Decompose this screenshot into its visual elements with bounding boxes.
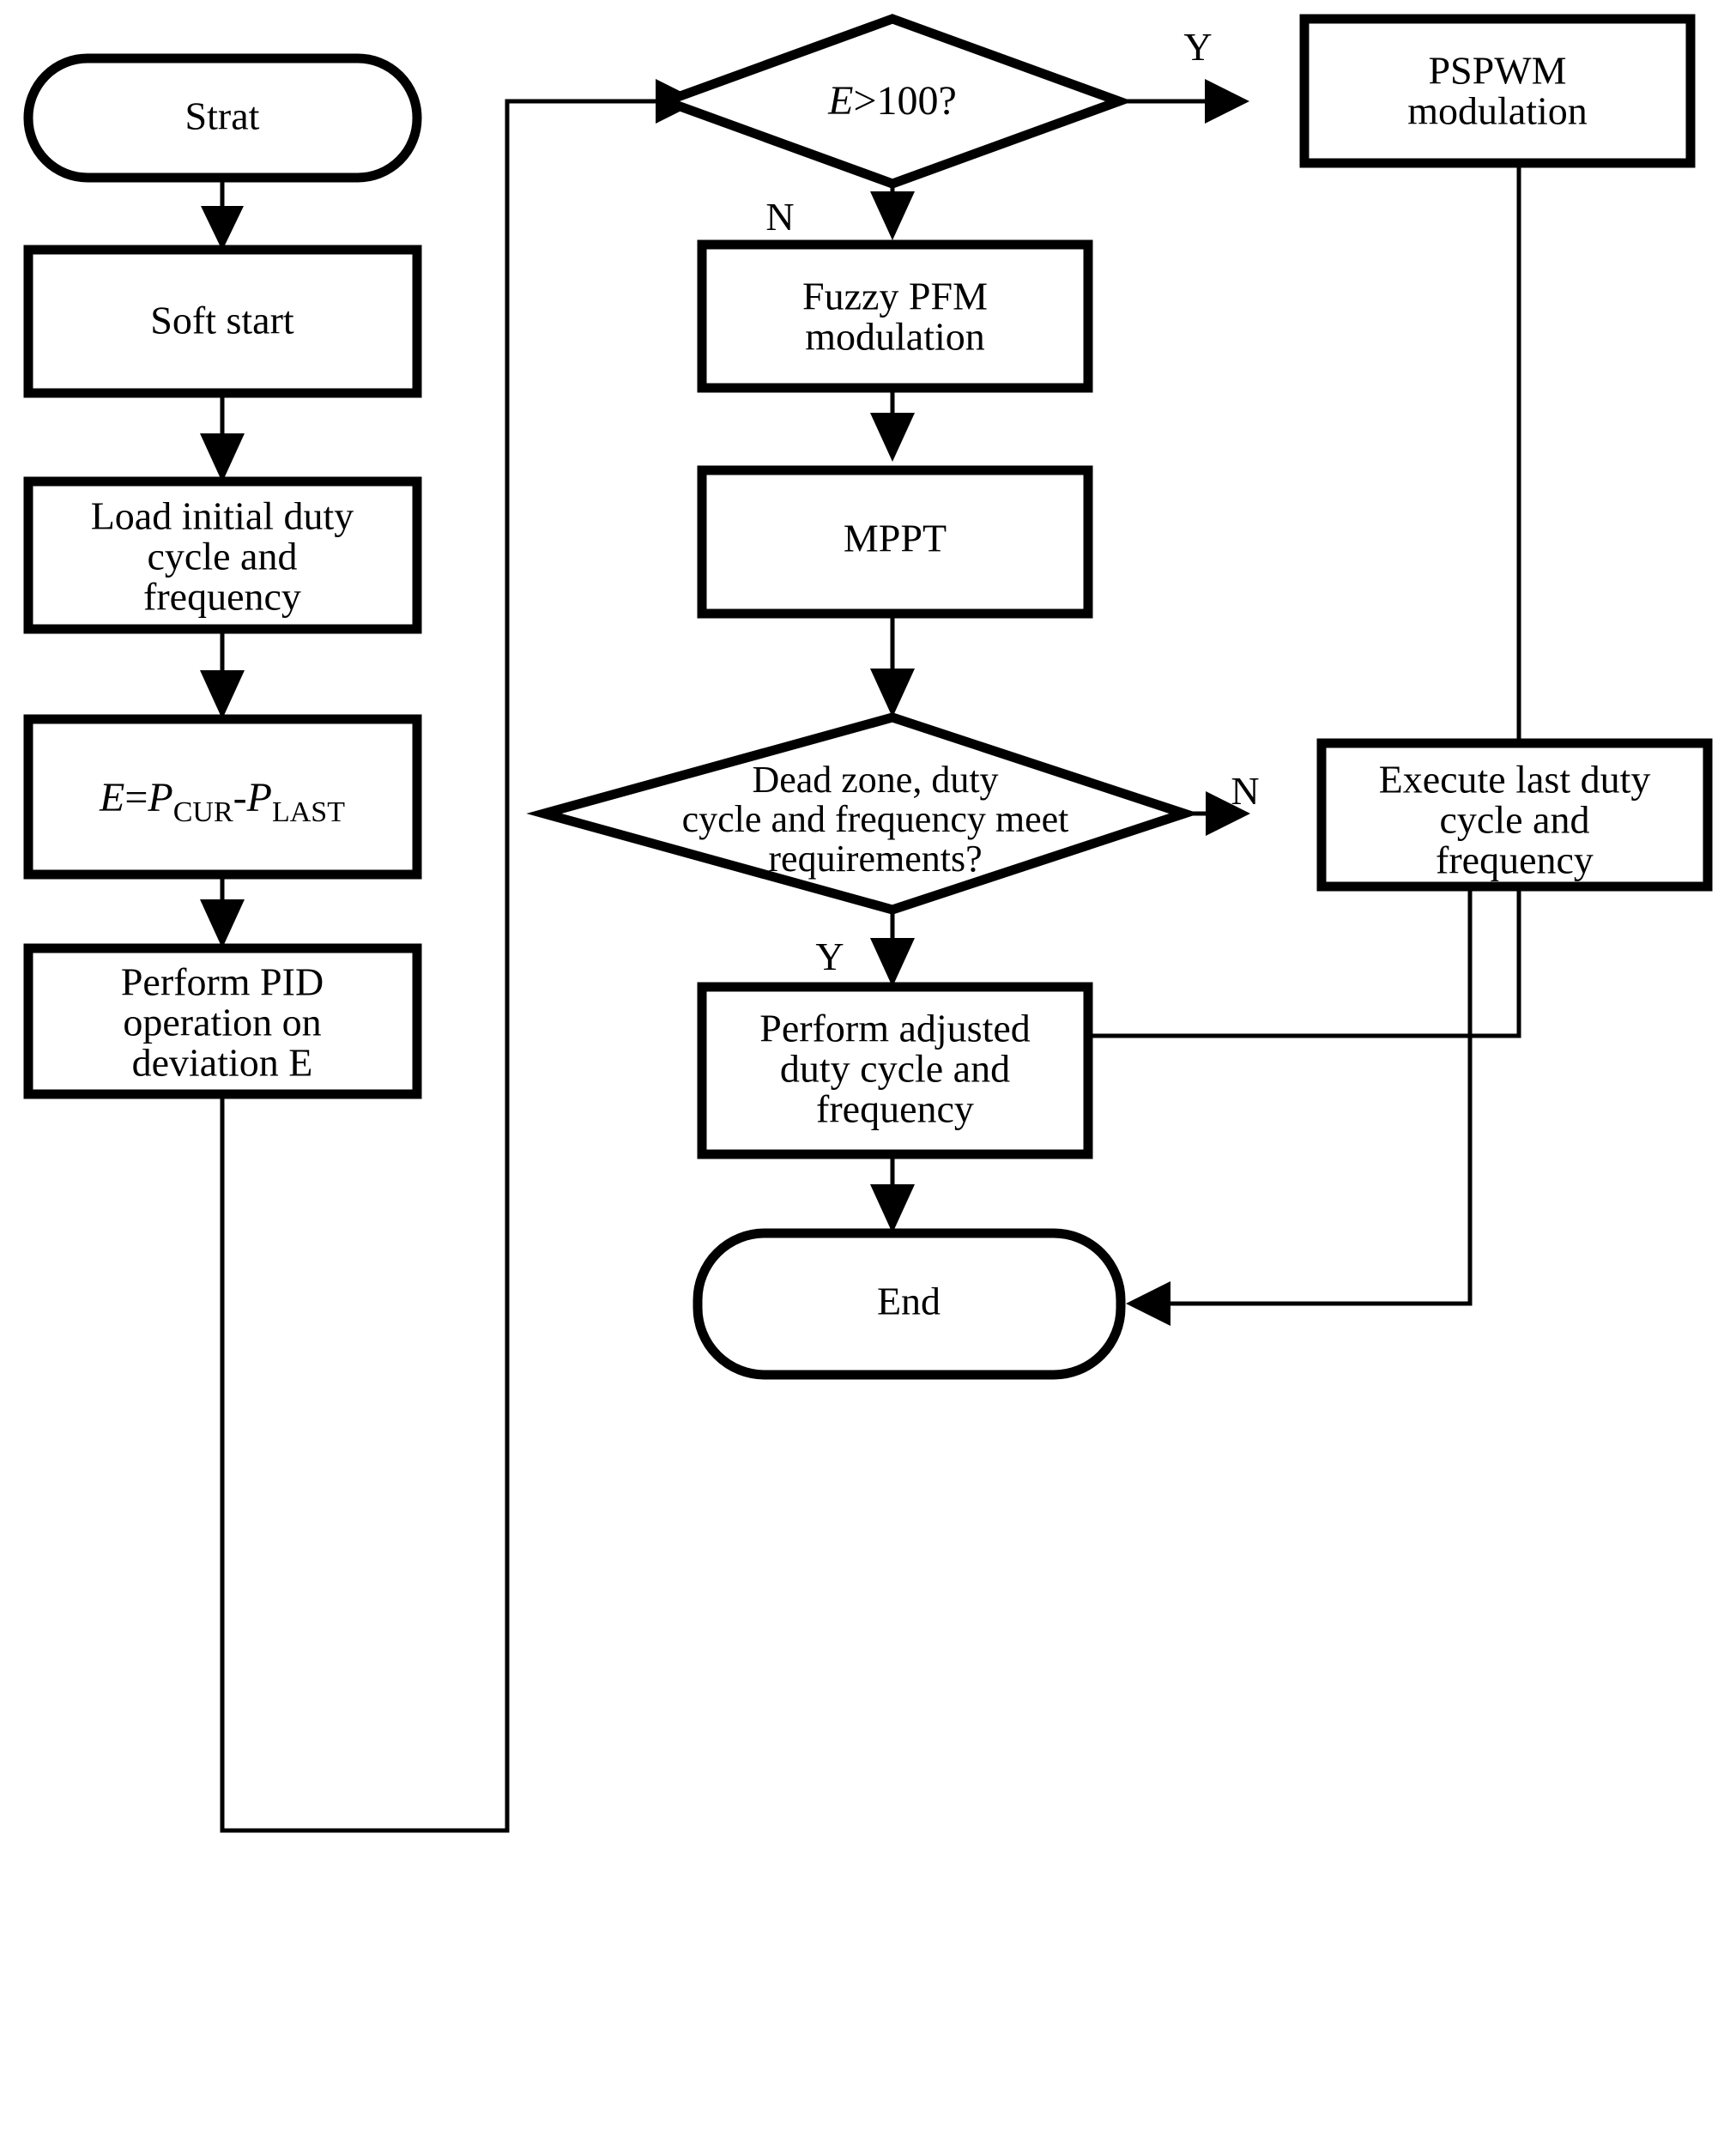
node-end[interactable]: End bbox=[693, 1228, 1126, 1380]
perform-adjusted-shape bbox=[697, 982, 1093, 1159]
pid-line1: Perform PID bbox=[121, 960, 324, 1004]
dead-zone-line3: requirements? bbox=[768, 838, 982, 880]
fuzzy-pfm-line2: modulation bbox=[805, 315, 985, 359]
soft-start-label: Soft start bbox=[150, 299, 294, 342]
error-calc-sub1: CUR bbox=[173, 796, 233, 828]
error-calc-shape bbox=[23, 714, 422, 880]
arrowhead-decision-e-yes bbox=[1205, 79, 1249, 124]
execute-last-line1: Execute last duty bbox=[1379, 758, 1651, 802]
mppt-label: MPPT bbox=[844, 517, 947, 560]
pid-shape bbox=[23, 943, 422, 1099]
fuzzy-pfm-line1: Fuzzy PFM bbox=[802, 275, 988, 318]
arrowhead-mppt-to-deadzone bbox=[870, 669, 915, 717]
error-calc-eq: = bbox=[124, 775, 148, 820]
decision-e-label: E>100? bbox=[827, 78, 957, 124]
node-perform-adjusted[interactable]: Perform adjusted duty cycle and frequenc… bbox=[697, 982, 1093, 1159]
perform-adjusted-line1: Perform adjusted bbox=[759, 1007, 1031, 1050]
branch-label-dead-zone-yes: Y bbox=[815, 935, 844, 978]
node-pid[interactable]: Perform PID operation on deviation E bbox=[23, 943, 422, 1099]
decision-e-shape bbox=[651, 14, 1134, 189]
connector-pspwm-to-deadzone bbox=[892, 163, 1521, 1038]
execute-last-shape bbox=[1316, 738, 1713, 892]
error-calc-p1: P bbox=[147, 775, 172, 820]
connector-layer bbox=[200, 79, 1521, 1833]
mppt-shape bbox=[697, 465, 1093, 619]
node-start[interactable]: Strat bbox=[23, 53, 422, 183]
node-mppt[interactable]: MPPT bbox=[697, 465, 1093, 619]
fuzzy-pfm-shape bbox=[697, 239, 1093, 393]
execute-last-line2: cycle and bbox=[1440, 798, 1590, 842]
decision-dead-zone-shape bbox=[526, 712, 1200, 915]
load-initial-line1: Load initial duty bbox=[91, 494, 354, 538]
pspwm-shape bbox=[1299, 14, 1696, 168]
error-calc-e: E bbox=[99, 775, 124, 820]
execute-last-line3: frequency bbox=[1436, 838, 1594, 882]
dead-zone-line1: Dead zone, duty bbox=[752, 759, 998, 801]
error-calc-sub2: LAST bbox=[272, 796, 345, 828]
branch-label-dead-zone-no: N bbox=[1231, 769, 1259, 813]
node-pspwm[interactable]: PSPWM modulation bbox=[1299, 14, 1696, 168]
pspwm-line1: PSPWM bbox=[1428, 49, 1566, 93]
node-decision-e[interactable]: E>100? bbox=[651, 14, 1134, 189]
node-error-calc[interactable]: E=PCUR-PLAST bbox=[23, 714, 422, 880]
decision-e-rest: >100? bbox=[853, 78, 956, 124]
node-soft-start[interactable]: Soft start bbox=[23, 245, 422, 398]
load-initial-line3: frequency bbox=[143, 575, 301, 619]
load-initial-shape bbox=[23, 476, 422, 634]
decision-e-e: E bbox=[827, 78, 853, 124]
arrowhead-load-to-error bbox=[200, 670, 245, 719]
end-label: End bbox=[877, 1280, 941, 1323]
start-shape bbox=[23, 53, 422, 183]
pid-line2: operation on bbox=[123, 1001, 321, 1044]
arrowhead-fuzzy-to-mppt bbox=[870, 413, 915, 462]
dead-zone-line2: cycle and frequency meet bbox=[682, 798, 1069, 840]
load-initial-line2: cycle and bbox=[148, 535, 298, 578]
perform-adjusted-line3: frequency bbox=[816, 1087, 974, 1131]
arrowhead-start-to-soft-start bbox=[201, 206, 244, 251]
error-calc-p2: P bbox=[246, 775, 272, 820]
node-execute-last[interactable]: Execute last duty cycle and frequency bbox=[1316, 738, 1713, 892]
branch-label-e-no: N bbox=[765, 195, 794, 239]
end-shape bbox=[693, 1228, 1126, 1380]
connector-pid-to-decision-e bbox=[220, 99, 677, 1833]
arrowhead-soft-start-to-load bbox=[200, 433, 245, 482]
arrowhead-adjusted-to-end bbox=[870, 1184, 915, 1233]
connector-execute-to-end bbox=[1150, 886, 1473, 1306]
error-calc-minus: - bbox=[233, 775, 247, 820]
node-load-initial[interactable]: Load initial duty cycle and frequency bbox=[23, 476, 422, 634]
error-calc-formula: E=PCUR-PLAST bbox=[99, 775, 345, 828]
start-label: Strat bbox=[185, 94, 260, 138]
node-fuzzy-pfm[interactable]: Fuzzy PFM modulation bbox=[697, 239, 1093, 393]
pspwm-line2: modulation bbox=[1407, 89, 1588, 133]
arrowhead-error-to-pid bbox=[200, 899, 245, 948]
arrowhead-deadzone-no bbox=[1206, 791, 1250, 836]
arrowhead-execute-to-end bbox=[1126, 1281, 1170, 1326]
branch-label-e-yes: Y bbox=[1183, 25, 1212, 69]
arrowhead-decision-e-no bbox=[870, 191, 915, 240]
soft-start-shape bbox=[23, 245, 422, 398]
pid-line3: deviation E bbox=[132, 1041, 313, 1085]
perform-adjusted-line2: duty cycle and bbox=[780, 1047, 1010, 1091]
arrowhead-deadzone-yes bbox=[870, 938, 915, 987]
node-decision-dead-zone[interactable]: Dead zone, duty cycle and frequency meet… bbox=[526, 712, 1200, 915]
